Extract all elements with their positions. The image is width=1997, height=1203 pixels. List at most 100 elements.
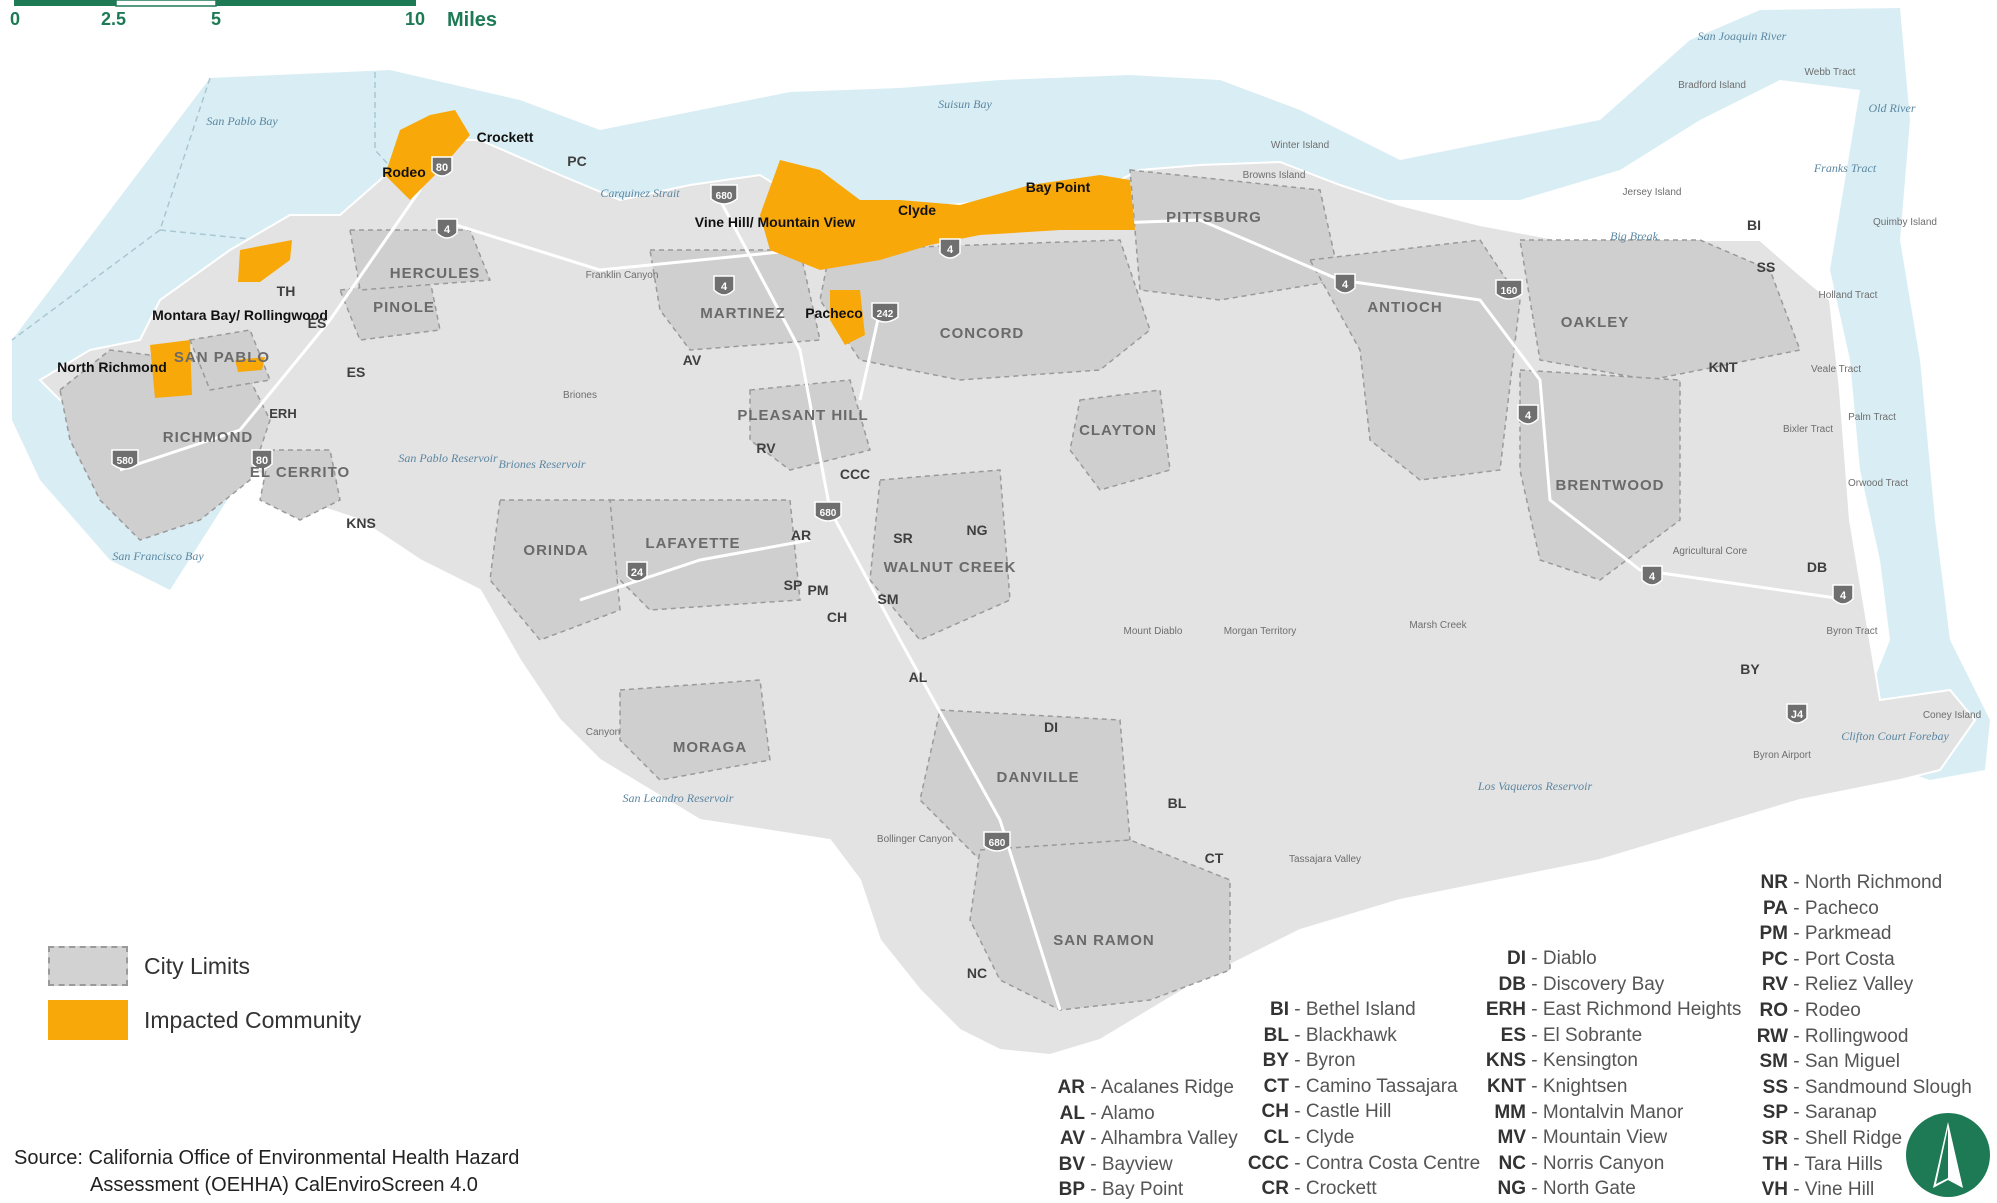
impacted-label-montara-bay: Montara Bay/ Rollingwood	[152, 307, 328, 323]
impacted-north-richmond-east	[235, 357, 265, 372]
city-moraga	[619, 679, 771, 781]
city-oakley	[1519, 239, 1802, 381]
abbreviation-code: NR	[1760, 872, 1788, 893]
map-code-erh: ERH	[269, 406, 296, 421]
scale-tick-2-5: 2.5	[101, 9, 127, 29]
impacted-pacheco	[830, 290, 865, 345]
abbreviation-name: - Byron	[1289, 1050, 1356, 1072]
highway-shield-icon: 680	[710, 184, 738, 205]
map-code-by: BY	[1740, 661, 1760, 677]
city-san-ramon	[969, 839, 1231, 1011]
abbreviation-name: - Mountain View	[1526, 1127, 1668, 1149]
legend-impacted: Impacted Community	[48, 999, 361, 1041]
abbreviation-row: PC - Port Costa	[1748, 947, 1972, 973]
impacted-label-vine-hill: Vine Hill/ Mountain View	[695, 214, 856, 230]
abbreviation-name: - Kensington	[1526, 1050, 1638, 1072]
place-tassajara-valley: Tassajara Valley	[1289, 854, 1361, 865]
city-label-richmond: RICHMOND	[163, 429, 254, 446]
city-label-san-ramon: SAN RAMON	[1053, 932, 1155, 949]
abbreviation-row: BV - Bayview	[1043, 1152, 1238, 1178]
scale-bar: 0 2.5 5 10 Miles	[0, 0, 520, 40]
map-code-di: DI	[1044, 719, 1058, 735]
abbreviation-row: PM - Parkmead	[1748, 921, 1972, 947]
water-label-carquinez-strait: Carquinez Strait	[600, 186, 680, 200]
highway-shield-icon: 4	[1641, 565, 1663, 586]
city-label-concord: CONCORD	[940, 325, 1025, 342]
place-palm-tract: Palm Tract	[1848, 412, 1896, 423]
abbreviation-name: - Diablo	[1526, 948, 1597, 969]
legend-city-limits-swatch	[48, 946, 128, 986]
abbreviation-name: - Norris Canyon	[1526, 1152, 1665, 1174]
abbreviation-name: - Port Costa	[1788, 948, 1895, 970]
highway-shield-icon: 24	[626, 561, 648, 582]
highway-24-route	[579, 538, 811, 602]
place-agricultural-core: Agricultural Core	[1673, 546, 1748, 557]
city-walnut-creek	[869, 469, 1011, 641]
abbreviation-name: - Parkmead	[1788, 923, 1892, 945]
impacted-label-bay-point: Bay Point	[1026, 179, 1091, 195]
abbreviation-code: BI	[1270, 999, 1289, 1020]
abbreviation-name: - North Richmond	[1788, 872, 1943, 893]
map-code-av: AV	[683, 352, 702, 368]
scale-units: Miles	[447, 9, 498, 31]
place-holland-tract: Holland Tract	[1819, 290, 1878, 301]
place-mount-diablo: Mount Diablo	[1124, 626, 1183, 637]
abbreviation-row: SS - Sandmound Slough	[1748, 1075, 1972, 1101]
highway-shield-icon: 80	[431, 156, 453, 177]
highway-shield-icon: 580	[111, 449, 139, 470]
water-label-suisun-bay: Suisun Bay	[938, 97, 992, 111]
city-label-clayton: CLAYTON	[1079, 422, 1157, 439]
abbreviation-row: BP - Bay Point	[1043, 1177, 1238, 1203]
highway-680-route	[718, 199, 1062, 1011]
water-label-los-vaqueros: Los Vaqueros Reservoir	[1477, 779, 1593, 793]
abbreviation-name: - Rodeo	[1788, 999, 1861, 1021]
impacted-label-clyde: Clyde	[898, 202, 936, 218]
highway-shield-icon: 4	[436, 218, 458, 239]
place-veale-tract: Veale Tract	[1811, 364, 1861, 375]
abbreviation-code: SS	[1762, 1076, 1788, 1098]
map-code-ss: SS	[1757, 259, 1776, 275]
abbreviation-name: - Sandmound Slough	[1788, 1076, 1972, 1098]
highway-shield-label: 4	[721, 281, 728, 293]
highway-shield-icon: 4	[939, 238, 961, 259]
city-label-san-pablo: SAN PABLO	[174, 349, 270, 366]
highway-shield-icon: 160	[1495, 279, 1523, 300]
highway-4-route	[439, 218, 1851, 602]
impacted-labels: Crockett Rodeo Vine Hill/ Mountain View …	[57, 129, 1090, 375]
abbreviation-code: KNS	[1485, 1050, 1526, 1072]
abbreviation-name: - Clyde	[1289, 1126, 1355, 1148]
abbreviation-row: ERH - East Richmond Heights	[1474, 997, 1742, 1023]
abbreviation-name: - Saranap	[1788, 1102, 1877, 1124]
city-label-antioch: ANTIOCH	[1367, 299, 1442, 316]
highway-shield-label: 24	[631, 567, 644, 579]
highway-shield-icon: 4	[1334, 273, 1356, 294]
legend-city-limits: City Limits	[48, 945, 361, 987]
abbreviation-name: - Alamo	[1085, 1102, 1155, 1124]
abbreviation-row: AR - Acalanes Ridge	[1043, 1075, 1238, 1101]
place-bollinger-canyon: Bollinger Canyon	[877, 834, 953, 845]
abbreviation-code: NC	[1498, 1152, 1526, 1174]
abbreviation-code: AL	[1059, 1102, 1085, 1124]
city-label-danville: DANVILLE	[997, 769, 1080, 786]
abbreviation-code: KNT	[1486, 1075, 1526, 1097]
highway-shield-icon: 80	[251, 449, 273, 470]
abbreviation-code: SM	[1759, 1051, 1789, 1073]
abbreviation-row: CH - Castle Hill	[1243, 1099, 1480, 1125]
abbreviation-code: RV	[1761, 974, 1788, 996]
place-bradford-island: Bradford Island	[1678, 80, 1746, 91]
highway-shield-label: 4	[1525, 410, 1532, 422]
city-clayton	[1069, 389, 1171, 491]
abbreviation-name: - Bethel Island	[1289, 999, 1416, 1020]
highway-shield-label: 680	[820, 508, 837, 519]
map-codes: PC TH ES AV RV CCC AR SR NG SP PM SM CH …	[269, 153, 1827, 981]
abbreviation-name: - Crockett	[1289, 1178, 1377, 1200]
highway-shield-label: 4	[1342, 279, 1349, 291]
city-labels: PITTSBURG HERCULES PINOLE MARTINEZ CONCO…	[163, 209, 1664, 949]
abbreviation-name: - Acalanes Ridge	[1085, 1077, 1234, 1098]
highway-shield-label: 242	[877, 309, 894, 320]
city-pinole	[338, 279, 441, 341]
city-label-pinole: PINOLE	[373, 299, 435, 316]
